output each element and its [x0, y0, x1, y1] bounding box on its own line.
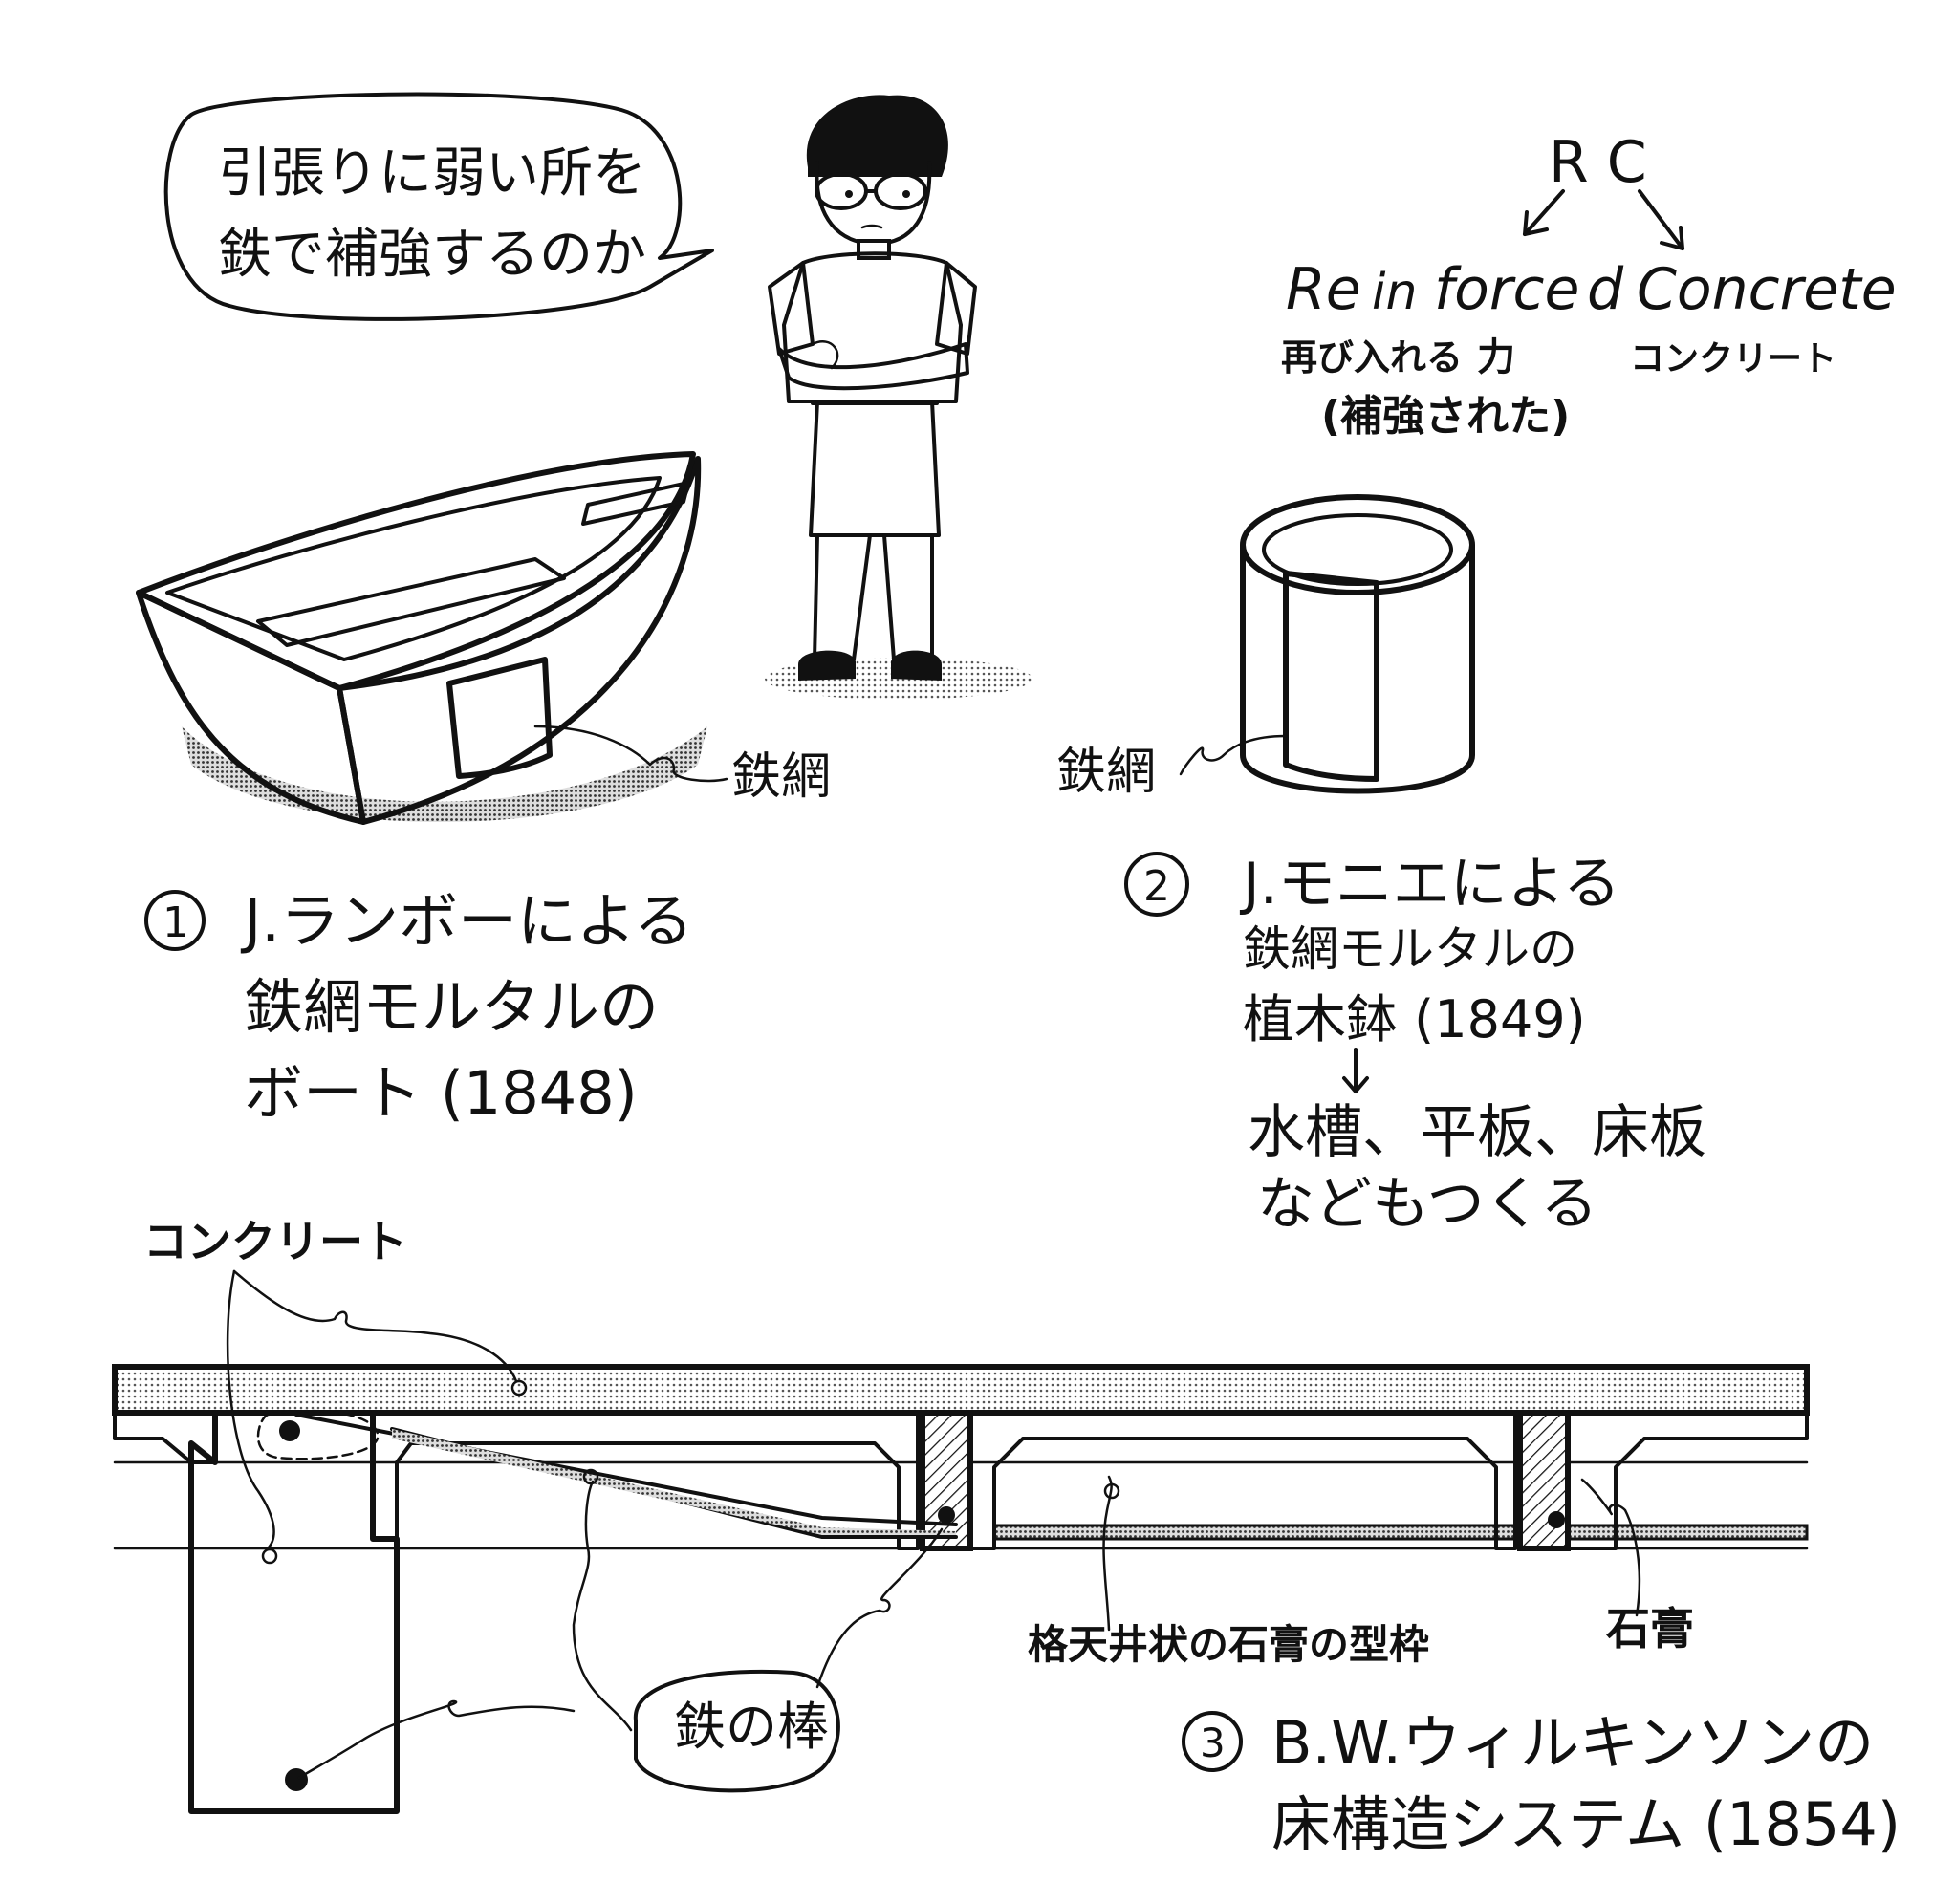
- item-2-line-1: J.モニエによる: [1239, 851, 1620, 918]
- rc-word-re: Re: [1286, 256, 1361, 323]
- item-1-line-3: ボート (1848): [244, 1058, 638, 1128]
- rc-gloss-reinforced: (補強された): [1321, 392, 1570, 441]
- rc-gloss-re-in: 再び入れる: [1281, 336, 1463, 379]
- wilkinson-floor-section: コンクリート 鉄の棒 格天井状の石膏の型枠 石膏: [112, 1216, 1810, 1814]
- rc-word-in: in: [1372, 264, 1417, 321]
- item-3-caption: 3 B.W.ウィルキンソンの 床構造システム (1854): [1182, 1708, 1901, 1859]
- boat-mesh-cutaway: [446, 657, 553, 779]
- item-1-line-1: J.ランボーによる: [240, 886, 693, 956]
- rc-gloss-concrete: コンクリート: [1630, 339, 1836, 379]
- iron-bar-label-bubble: [633, 1669, 840, 1793]
- item-2-arrow: [1342, 1048, 1369, 1093]
- iron-bar-label: 鉄の棒: [674, 1697, 829, 1757]
- lambot-boat-illustration: 鉄網: [136, 451, 831, 825]
- rc-note: R C Re in force d Concrete 再び入れる 力 コンクリー…: [1281, 129, 1897, 441]
- item-2-line-2: 鉄網モルタルの: [1243, 921, 1577, 977]
- rc-gloss-force: 力: [1477, 335, 1515, 379]
- arrow-to-reinforced: [1523, 189, 1565, 236]
- iron-bar-end-rib-2: [1548, 1511, 1565, 1528]
- speech-line-1: 引張りに弱い所を: [218, 142, 646, 205]
- iron-bar-end-rib-1: [938, 1506, 955, 1524]
- planter-mesh-label: 鉄網: [1056, 744, 1156, 801]
- speech-bubble: 引張りに弱い所を 鉄で補強するのか: [163, 92, 714, 321]
- concrete-label: コンクリート: [143, 1216, 407, 1267]
- rc-word-concrete: Concrete: [1637, 256, 1897, 323]
- iron-bar-end-top: [279, 1420, 300, 1441]
- item-3-number: 3: [1200, 1720, 1226, 1766]
- item-1-line-2: 鉄網モルタルの: [244, 972, 659, 1042]
- person-figure: [765, 95, 1032, 700]
- rc-word-d: d: [1587, 256, 1624, 323]
- item-3-line-2: 床構造システム (1854): [1271, 1789, 1901, 1859]
- item-2-caption: 2 J.モニエによる 鉄網モルタルの 植木鉢 (1849) 水槽、平板、床板 な…: [1124, 851, 1706, 1238]
- item-2-line-5: などもつくる: [1257, 1171, 1597, 1238]
- item-3-line-1: B.W.ウィルキンソンの: [1271, 1708, 1874, 1778]
- iron-bar-end-column: [285, 1768, 308, 1791]
- speech-line-2: 鉄で補強するのか: [218, 224, 646, 286]
- rc-abbreviation: R C: [1549, 129, 1647, 196]
- formwork-label: 格天井状の石膏の型枠: [1028, 1621, 1429, 1668]
- item-1-number: 1: [163, 898, 189, 947]
- boat-mesh-label: 鉄網: [731, 748, 831, 806]
- planter-mesh-cutaway: [1283, 571, 1379, 782]
- rc-word-force: force: [1434, 256, 1579, 323]
- item-2-line-4: 水槽、平板、床板: [1248, 1099, 1706, 1166]
- monier-planter-illustration: 鉄網: [1056, 494, 1475, 801]
- item-2-number: 2: [1143, 862, 1170, 911]
- item-2-line-3: 植木鉢 (1849): [1243, 989, 1586, 1049]
- plaster-label: 石膏: [1606, 1603, 1694, 1655]
- item-1-caption: 1 J.ランボーによる 鉄網モルタルの ボート (1848): [144, 886, 693, 1128]
- arrow-to-concrete: [1638, 189, 1684, 250]
